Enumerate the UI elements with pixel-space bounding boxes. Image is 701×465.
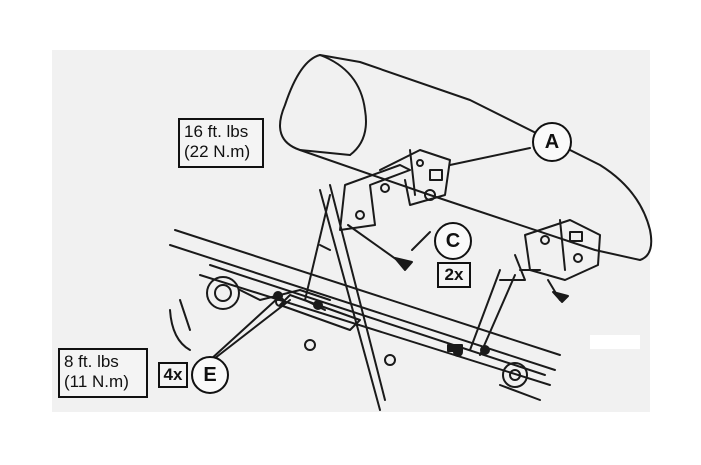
floor-mounting-points [206,276,541,401]
floor-mounting-rail [169,229,561,386]
callout-c-circle: C [434,222,472,260]
callout-e-circle: E [191,356,229,394]
callout-a-circle: A [532,122,572,162]
seat-support-legs [304,184,516,411]
bolt-c-pair [347,224,569,303]
torque-label-upper: 16 ft. lbs (22 N.m) [178,118,264,168]
torque-lower-ftlbs: 8 ft. lbs [64,352,119,371]
seat-cushion-outline [279,54,653,261]
front-seat-bracket [339,149,451,231]
torque-upper-nm: (22 N.m) [184,142,251,161]
rear-seat-bracket [499,219,601,281]
torque-label-lower: 8 ft. lbs (11 N.m) [58,348,148,398]
torque-upper-ftlbs: 16 ft. lbs [184,122,249,141]
callout-c-quantity: 2x [437,262,471,288]
callout-leader-lines [209,147,531,363]
callout-e-quantity: 4x [158,362,188,388]
torque-lower-nm: (11 N.m) [64,372,129,391]
